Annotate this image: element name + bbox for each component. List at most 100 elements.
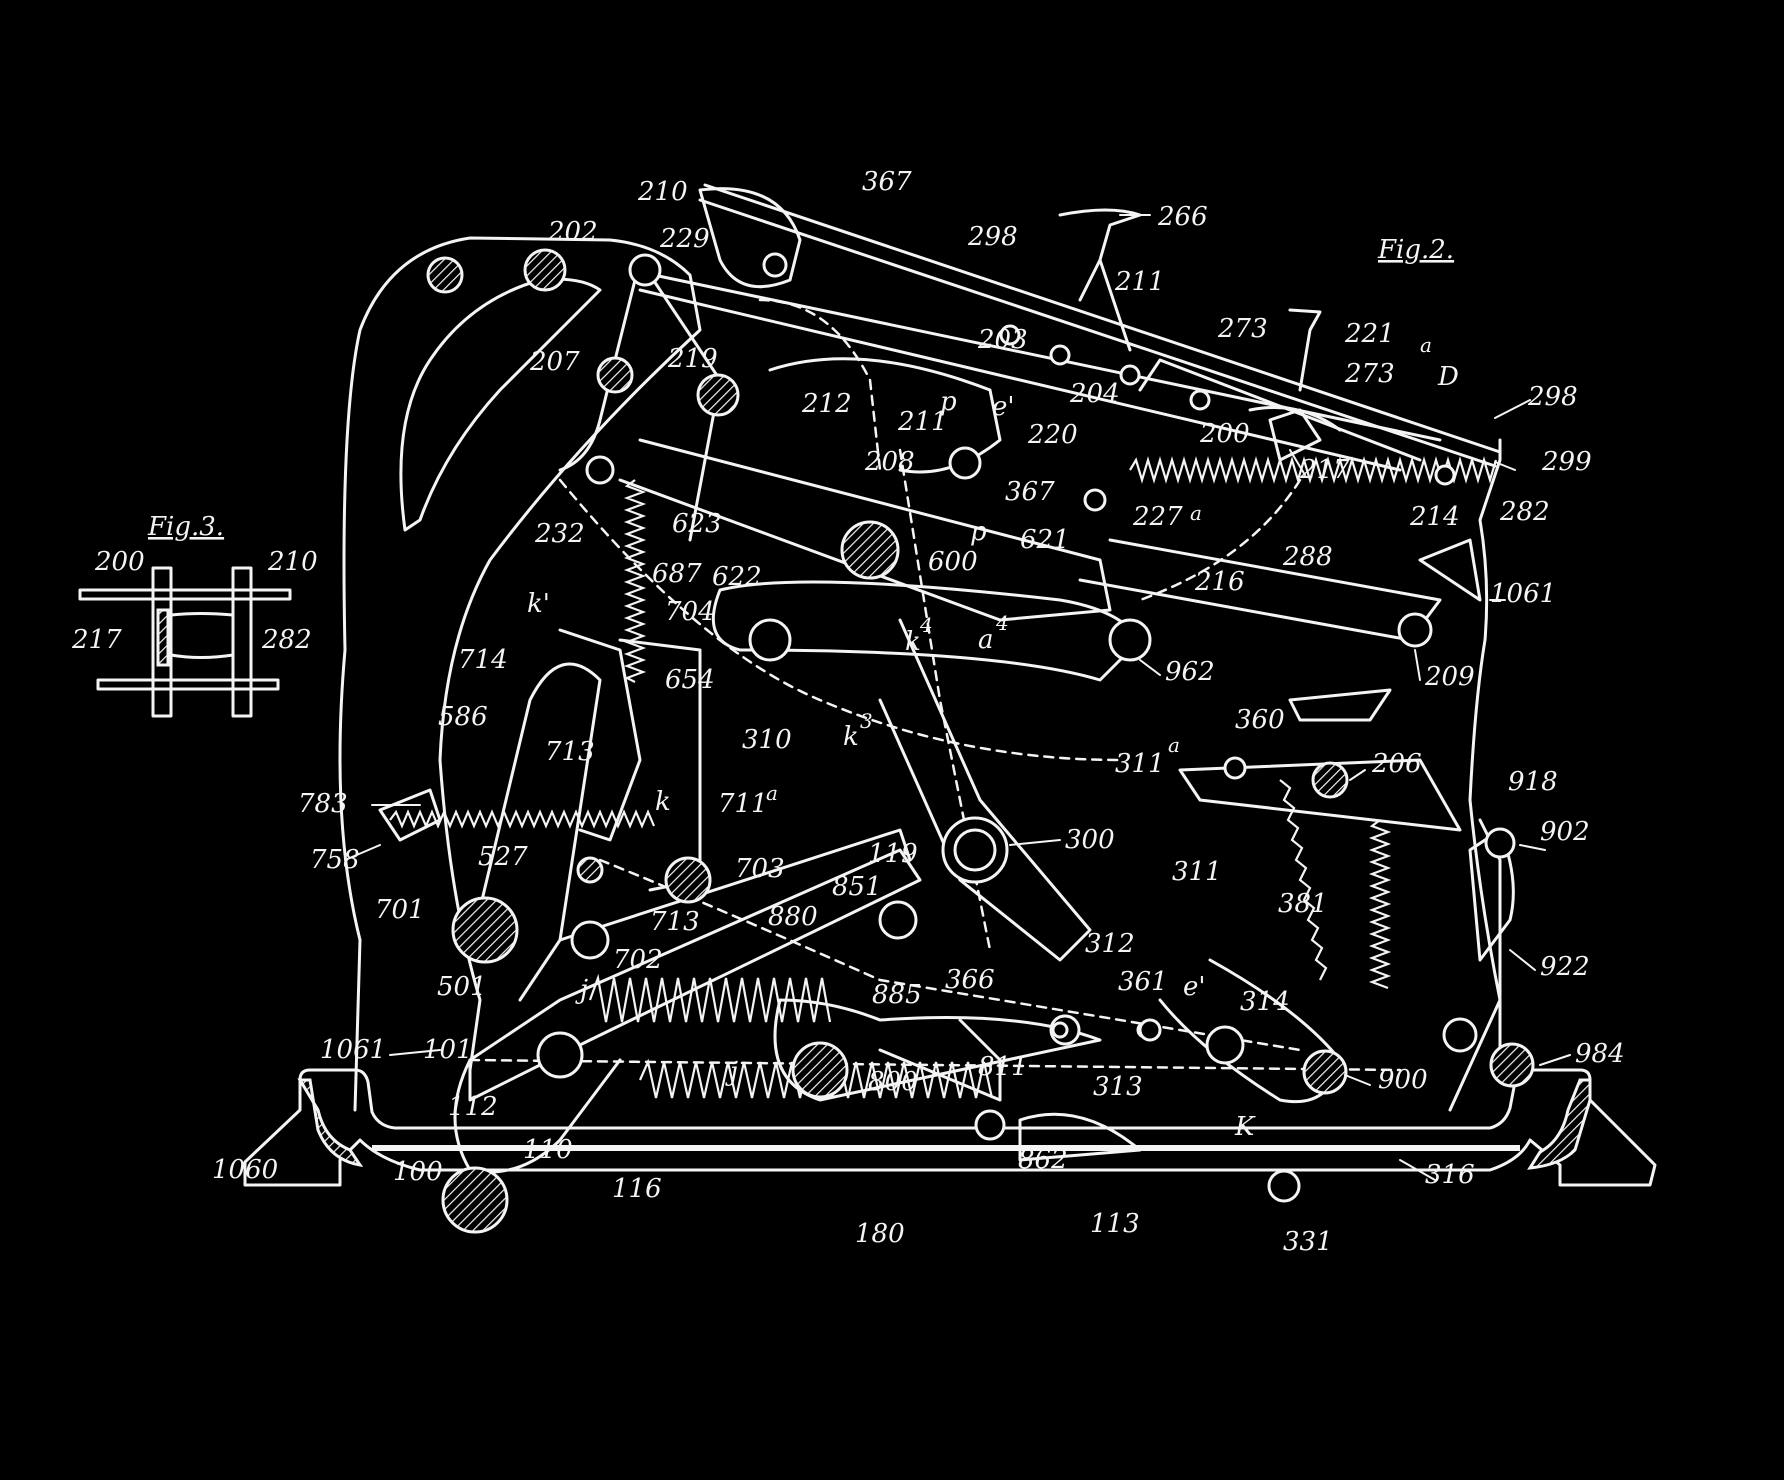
- label-220: 220: [1027, 420, 1078, 450]
- label-k3: k: [843, 722, 859, 752]
- label-D: D: [1437, 362, 1459, 392]
- label-299: 299: [1541, 447, 1592, 477]
- label-K: K: [1234, 1112, 1256, 1142]
- label-214: 214: [1409, 502, 1460, 532]
- label-713a: 713: [545, 737, 595, 767]
- frame-cutouts: [1288, 538, 1482, 722]
- label-800: 800: [868, 1067, 918, 1097]
- label-273a: 273: [1344, 359, 1395, 389]
- label-sup-a: a: [1420, 333, 1432, 357]
- label-sup-4b: 4: [995, 611, 1009, 635]
- label-112: 112: [448, 1092, 498, 1122]
- label-713b: 713: [650, 907, 700, 937]
- label-sup-a3: a: [1168, 733, 1180, 757]
- label-217: 217: [1299, 455, 1350, 485]
- label-622: 622: [712, 562, 762, 592]
- label-702: 702: [613, 945, 663, 975]
- label-204: 204: [1069, 379, 1120, 409]
- label-k: k: [655, 787, 671, 817]
- label-211b: 211: [897, 407, 948, 437]
- key-lever-101: [468, 848, 922, 1102]
- label-116: 116: [612, 1174, 662, 1204]
- label-701: 701: [375, 895, 425, 925]
- label-310: 310: [742, 725, 792, 755]
- label-229: 229: [659, 224, 710, 254]
- hidden-line-3: [598, 858, 1302, 1052]
- label-232: 232: [534, 519, 585, 549]
- main-frame-plate: [338, 236, 1502, 1112]
- label-367a: 367: [862, 167, 912, 197]
- label-k4: k: [905, 627, 921, 657]
- label-j2: j: [725, 1057, 738, 1087]
- fig3-shaft-right: [231, 566, 253, 718]
- label-210: 210: [637, 177, 688, 207]
- label-331: 331: [1283, 1227, 1333, 1257]
- label-703: 703: [735, 854, 785, 884]
- label-k1: k': [527, 589, 550, 619]
- fig3-upper-bar: [78, 588, 292, 601]
- fig3-label-282: 282: [261, 625, 312, 655]
- label-e1: e': [992, 392, 1015, 422]
- label-880: 880: [768, 902, 818, 932]
- label-621: 621: [1020, 525, 1070, 555]
- label-902: 902: [1540, 817, 1590, 847]
- fig2-title: Fig.2.: [1377, 235, 1454, 265]
- base-wall-right: [1527, 1078, 1592, 1170]
- label-313: 313: [1093, 1072, 1143, 1102]
- label-1061a: 1061: [1490, 579, 1556, 609]
- label-212: 212: [801, 389, 852, 419]
- label-714: 714: [458, 645, 508, 675]
- label-311: 311: [1172, 857, 1222, 887]
- label-298b: 298: [1527, 382, 1578, 412]
- label-211a: 211: [1114, 267, 1165, 297]
- label-885: 885: [872, 980, 922, 1010]
- label-711a: 711: [718, 789, 768, 819]
- label-202: 202: [547, 217, 598, 247]
- label-227a: 227: [1132, 502, 1183, 532]
- label-j1: j: [575, 975, 588, 1005]
- label-381: 381: [1278, 889, 1328, 919]
- label-586: 586: [438, 702, 488, 732]
- label-273: 273: [1217, 314, 1268, 344]
- label-a4: a: [978, 625, 994, 655]
- link-119: [518, 828, 912, 1002]
- segment-316: [1158, 958, 1342, 1104]
- hidden-line-1: [558, 478, 1122, 762]
- label-1060: 1060: [212, 1155, 278, 1185]
- pawl-311a: [1178, 758, 1462, 832]
- label-1061b: 1061: [320, 1035, 386, 1065]
- fig3-label-210: 210: [267, 547, 318, 577]
- link-212: [768, 357, 1002, 474]
- label-366: 366: [945, 965, 995, 995]
- fig3-shaft-left: [151, 566, 173, 718]
- label-113: 113: [1090, 1209, 1140, 1239]
- latch-217: [1268, 408, 1322, 462]
- pivot-circles: [426, 248, 1535, 1234]
- bar-310: [711, 580, 1142, 682]
- label-311a: 311: [1115, 749, 1165, 779]
- label-623: 623: [672, 509, 722, 539]
- label-600: 600: [928, 547, 978, 577]
- label-219: 219: [667, 344, 718, 374]
- label-p1: p: [940, 387, 957, 417]
- link-229: [698, 187, 802, 289]
- label-282: 282: [1499, 497, 1550, 527]
- label-110: 110: [523, 1135, 573, 1165]
- leader-lines: [344, 214, 1571, 1181]
- rack-311: [1279, 779, 1328, 981]
- hidden-line-4: [1138, 478, 1302, 602]
- label-208: 208: [864, 447, 915, 477]
- label-e2: e': [1183, 972, 1206, 1002]
- label-811: 811: [978, 1052, 1028, 1082]
- label-221: 221: [1344, 319, 1395, 349]
- spring-288: [1129, 456, 1498, 484]
- label-922: 922: [1540, 952, 1590, 982]
- label-sup-a2: a: [1190, 501, 1202, 525]
- label-687: 687: [652, 559, 702, 589]
- label-180: 180: [855, 1219, 905, 1249]
- label-p2: p: [970, 517, 987, 547]
- label-316: 316: [1425, 1160, 1475, 1190]
- label-900: 900: [1378, 1065, 1428, 1095]
- label-527: 527: [478, 842, 528, 872]
- label-312: 312: [1085, 929, 1135, 959]
